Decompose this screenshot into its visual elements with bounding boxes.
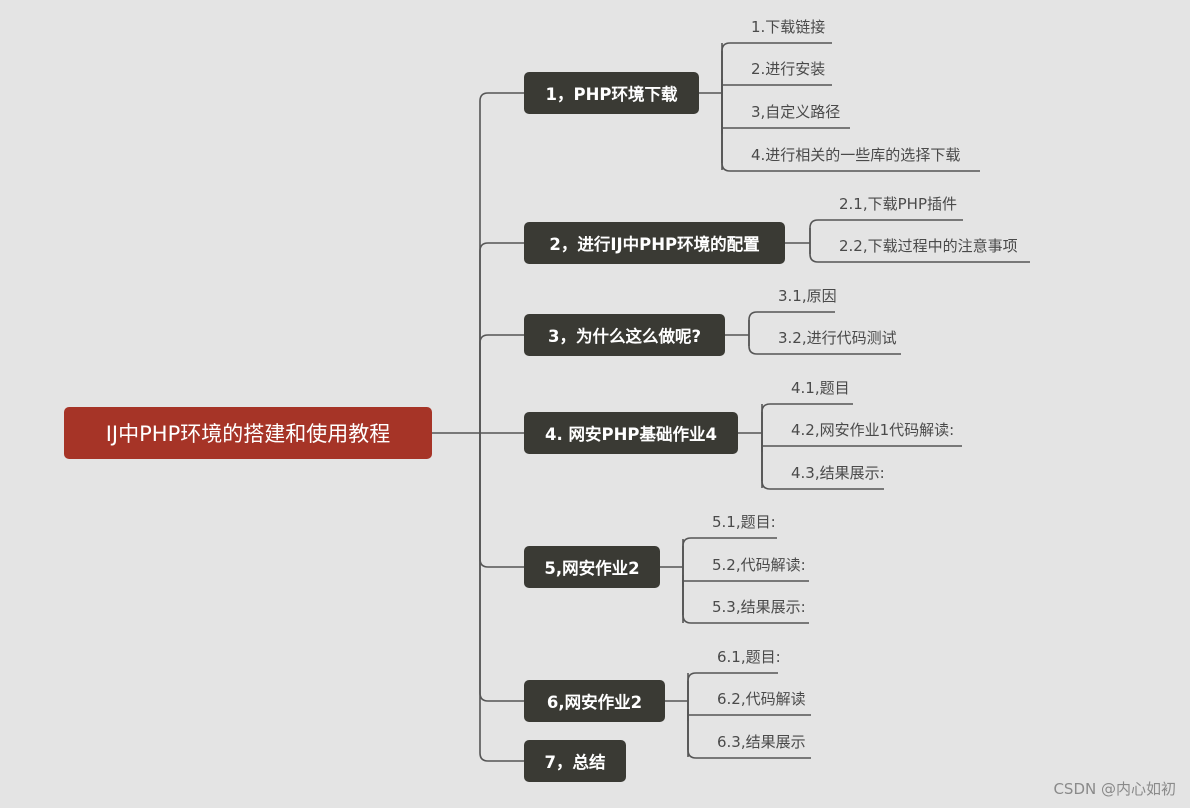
branch-node[interactable]: 6,网安作业2	[524, 680, 665, 722]
leaf-underline	[748, 311, 835, 335]
leaf-item[interactable]: 1.下载链接	[751, 18, 826, 36]
trunk-connector	[479, 433, 524, 568]
leaf-item[interactable]: 5.3,结果展示:	[712, 598, 806, 616]
branch-node[interactable]: 2，进行IJ中PHP环境的配置	[524, 222, 785, 264]
leaf-item[interactable]: 3,自定义路径	[751, 103, 841, 121]
leaf-item[interactable]: 4.2,网安作业1代码解读:	[791, 421, 955, 439]
trunk-connector	[479, 334, 524, 433]
leaf-item[interactable]: 6.3,结果展示	[717, 733, 806, 751]
leaf-item[interactable]: 5.1,题目:	[712, 513, 776, 531]
leaf-item[interactable]: 3.2,进行代码测试	[778, 329, 897, 347]
leaf-item[interactable]: 6.1,题目:	[717, 648, 781, 666]
branch-label: 1，PHP环境下载	[545, 85, 678, 104]
trunk-connector	[479, 433, 524, 762]
leaf-item[interactable]: 3.1,原因	[778, 287, 837, 305]
leaf-item[interactable]: 4.进行相关的一些库的选择下载	[751, 146, 961, 164]
leaf-item[interactable]: 4.3,结果展示:	[791, 464, 885, 482]
branch-node[interactable]: 1，PHP环境下载	[524, 72, 699, 114]
leaf-underline	[761, 433, 884, 490]
branch-label: 3，为什么这么做呢?	[547, 327, 702, 346]
branch-node[interactable]: 4. 网安PHP基础作业4	[524, 412, 738, 454]
leaf-underline	[721, 93, 980, 172]
leaf-item[interactable]: 2.进行安装	[751, 60, 826, 78]
branch-node[interactable]: 3，为什么这么做呢?	[524, 314, 725, 356]
leaf-underline	[748, 335, 901, 355]
leaf-underline	[809, 219, 963, 243]
leaf-underline	[687, 701, 811, 759]
leaf-item[interactable]: 4.1,题目	[791, 379, 850, 397]
branch-node[interactable]: 7，总结	[524, 740, 626, 782]
watermark: CSDN @内心如初	[1053, 780, 1176, 798]
leaf-item[interactable]: 5.2,代码解读:	[712, 556, 806, 574]
leaf-item[interactable]: 2.1,下载PHP插件	[839, 195, 957, 213]
trunk-connector	[479, 92, 524, 433]
root-node[interactable]: IJ中PHP环境的搭建和使用教程	[64, 407, 432, 459]
leaf-item[interactable]: 2.2,下载过程中的注意事项	[839, 237, 1018, 255]
root-label: IJ中PHP环境的搭建和使用教程	[105, 422, 391, 446]
branch-label: 6,网安作业2	[546, 693, 643, 712]
branch-label: 4. 网安PHP基础作业4	[545, 425, 717, 444]
leaf-item[interactable]: 6.2,代码解读	[717, 690, 806, 708]
leaf-underline	[809, 243, 1030, 263]
branch-label: 5,网安作业2	[544, 559, 640, 578]
trunk-connector	[479, 242, 524, 433]
branch-node[interactable]: 5,网安作业2	[524, 546, 660, 588]
branch-label: 7，总结	[544, 753, 606, 772]
branch-label: 2，进行IJ中PHP环境的配置	[549, 235, 760, 254]
leaf-underline	[682, 567, 809, 624]
